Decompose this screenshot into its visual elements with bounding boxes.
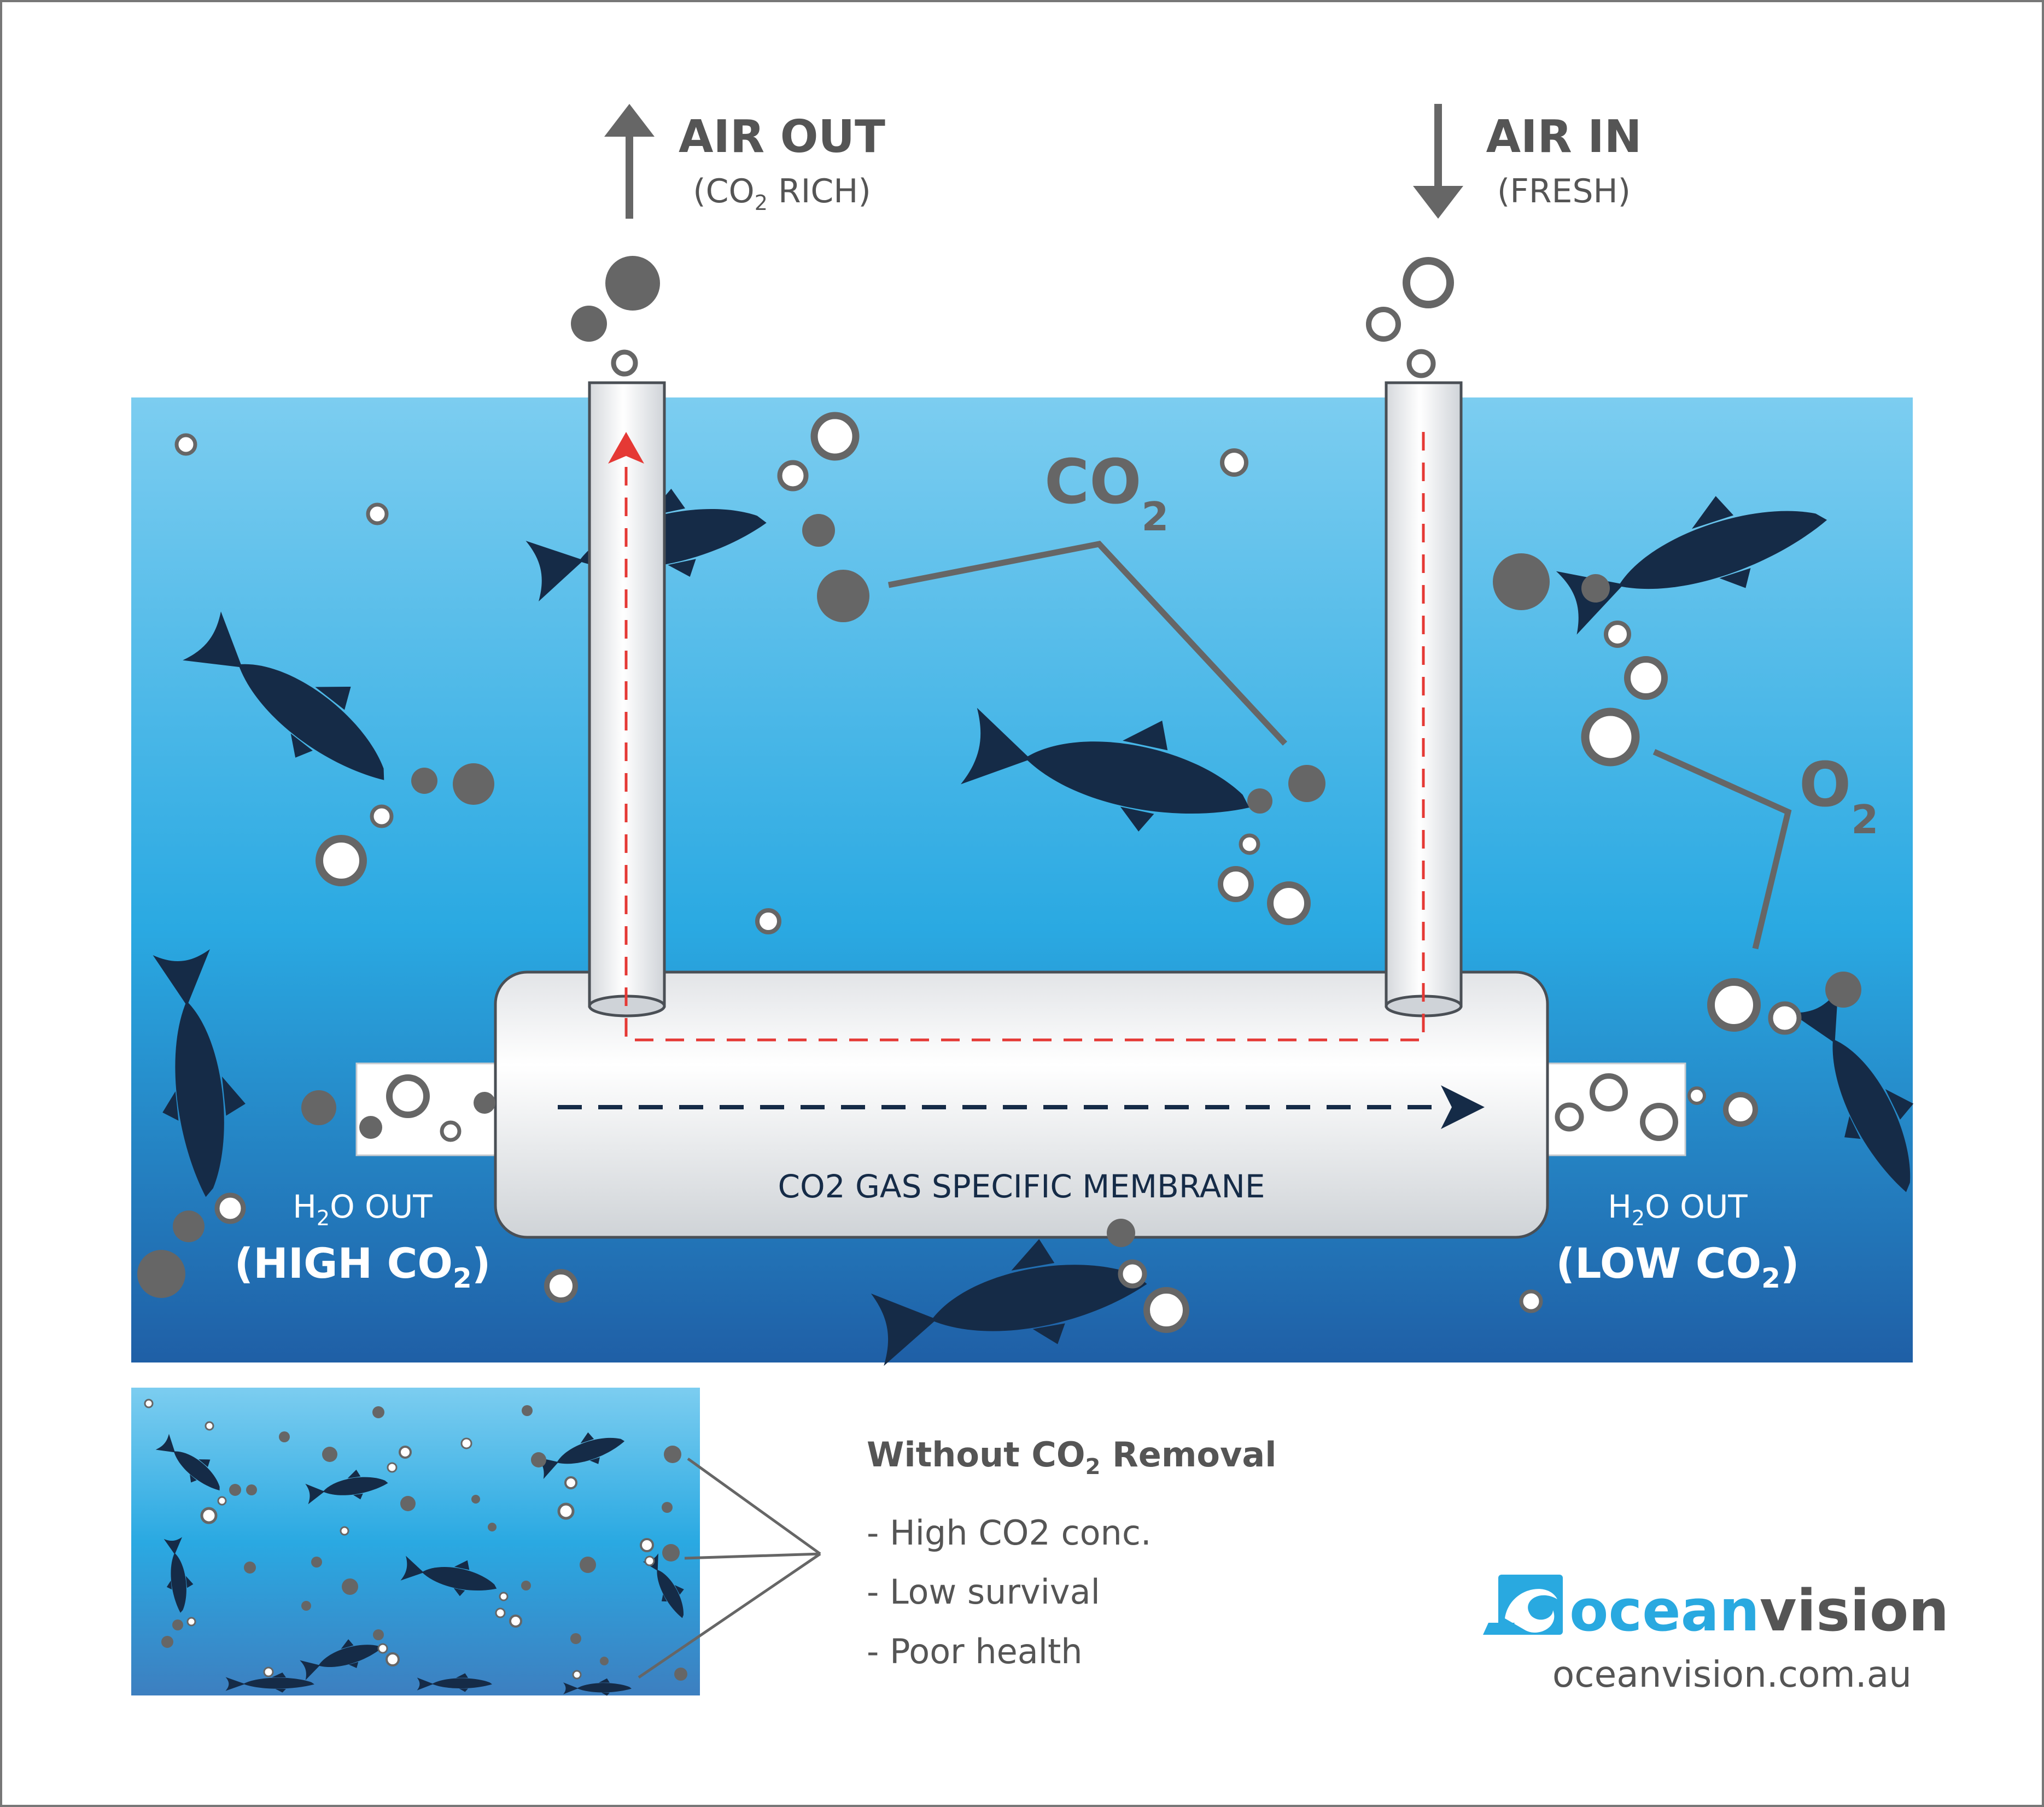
air-in-title: AIR IN (1486, 111, 1642, 163)
bullet-low-survival: - Low survival (867, 1572, 1100, 1612)
air-flow-path (624, 432, 1425, 1042)
h2o-out-left-label: H2O OUT (293, 1188, 433, 1230)
low-co2-label: (LOW CO2) (1556, 1239, 1799, 1294)
callout-lines (638, 1457, 821, 1679)
wave-logo-icon (1483, 1575, 1563, 1635)
air-out-arrow (604, 104, 655, 219)
bullet-poor-health: - Poor health (867, 1631, 1083, 1671)
o2-leader-line (1652, 748, 1792, 950)
co2-leader-line (887, 541, 1288, 746)
o2-bubbles (174, 257, 1802, 1333)
co2-bubbles (137, 256, 1861, 1298)
water-flow-arrowhead (1441, 1085, 1485, 1129)
air-out-subtitle: (CO2 RICH) (693, 172, 871, 215)
membrane-label: CO2 GAS SPECIFIC MEMBRANE (778, 1168, 1265, 1205)
air-flow-arrowhead (608, 432, 644, 464)
co2-label: CO2 (1044, 447, 1169, 540)
small-tank-o2-bubbles (144, 1399, 655, 1680)
bullet-high-co2: - High CO2 conc. (867, 1513, 1152, 1553)
air-in-subtitle: (FRESH) (1497, 172, 1631, 210)
small-tank-co2-bubbles (161, 1405, 687, 1681)
air-in-arrow (1413, 104, 1463, 219)
o2-label: O2 (1799, 750, 1878, 843)
membrane-tube (494, 970, 1549, 1239)
high-co2-label: (HIGH CO2) (235, 1239, 491, 1294)
without-co2-title: Without CO2 Removal (867, 1435, 1277, 1479)
h2o-out-right-label: H2O OUT (1608, 1188, 1748, 1230)
air-out-title: AIR OUT (679, 111, 885, 163)
brand-name: oceanvision (1569, 1577, 1949, 1644)
small-tank (131, 1388, 700, 1696)
brand-url: oceanvision.com.au (1552, 1653, 1912, 1695)
oceanvision-logo: oceanvision oceanvision.com.au (1483, 1575, 1949, 1695)
